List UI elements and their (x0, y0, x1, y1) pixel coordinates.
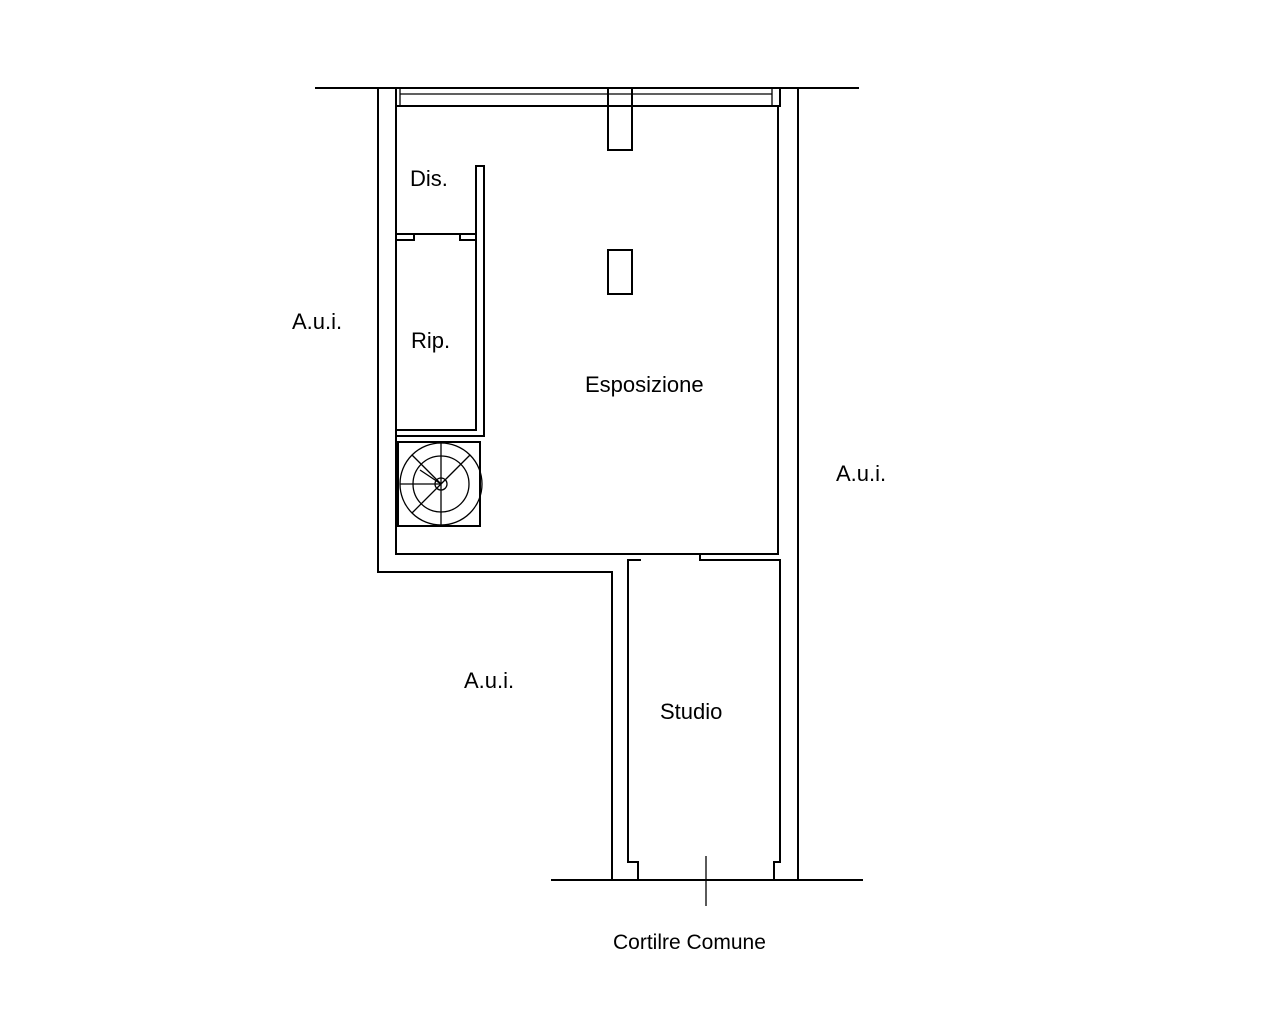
label-dis: Dis. (410, 166, 448, 191)
label-aui-right: A.u.i. (836, 461, 886, 486)
pillar (607, 249, 633, 295)
spiral-staircase-icon (397, 441, 483, 527)
label-esposizione: Esposizione (585, 372, 704, 397)
label-aui-left-upper: A.u.i. (292, 309, 342, 334)
room-rip (395, 233, 485, 437)
column-top (607, 87, 633, 151)
label-aui-left-lower: A.u.i. (464, 668, 514, 693)
label-studio: Studio (660, 699, 722, 724)
label-courtyard: Cortilre Comune (613, 931, 766, 954)
outer-wall-right (699, 87, 799, 881)
outer-wall-left (377, 87, 397, 573)
label-rip: Rip. (411, 328, 450, 353)
top-wall (395, 88, 779, 107)
step-wall (377, 553, 779, 881)
room-dis (395, 165, 485, 437)
